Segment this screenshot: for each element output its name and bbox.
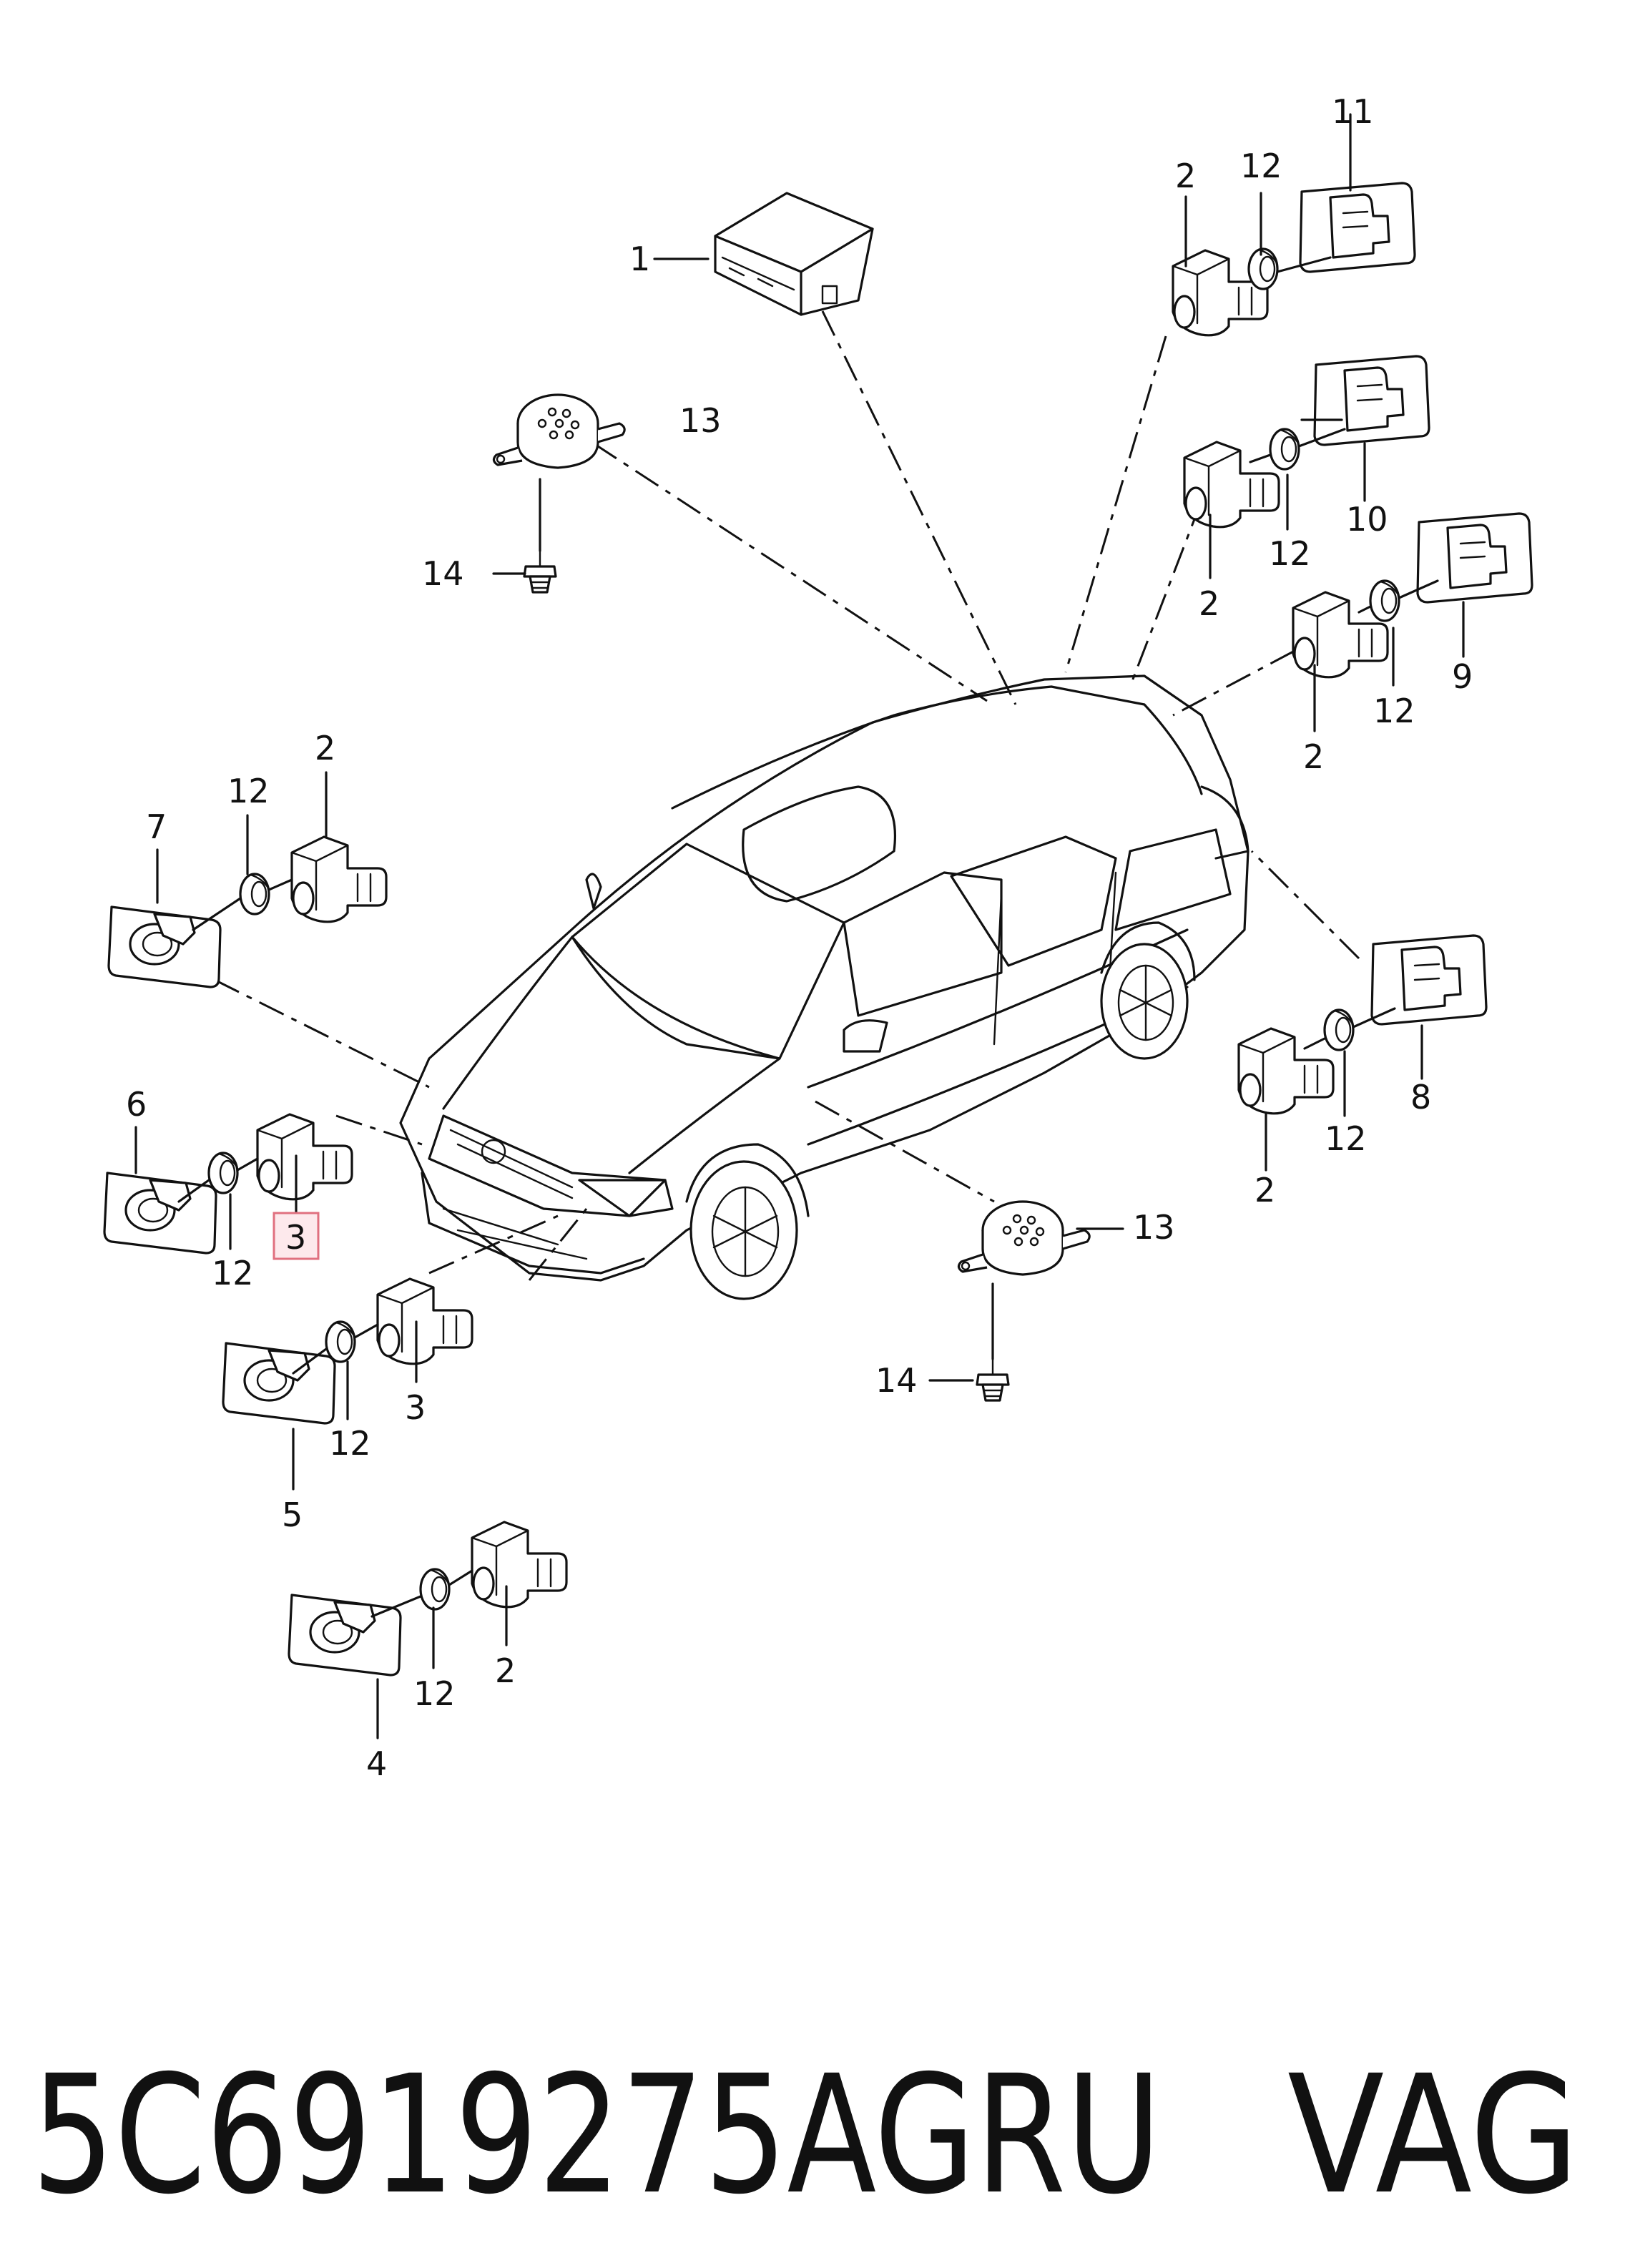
callout-12-f4: 12 [413,1674,456,1713]
callout-4: 4 [366,1744,387,1783]
callout-5: 5 [282,1496,303,1534]
sensor-front-1 [290,835,388,923]
callout-2-f1: 2 [315,729,335,767]
callout-14-bottom: 14 [875,1361,918,1400]
callout-13-bottom: 13 [1133,1208,1175,1247]
callout-2-f4: 2 [495,1651,516,1690]
callout-3-highlighted: 3 [285,1218,306,1257]
callout-2-r1: 2 [1175,157,1196,195]
holder-7 [107,905,222,988]
ring-rear-1 [1247,247,1279,290]
callout-2-r4: 2 [1255,1171,1275,1209]
screw-top [523,544,557,594]
bracket-9 [1416,512,1533,604]
callout-13-top: 13 [679,401,722,440]
callout-2-r2: 2 [1199,584,1219,623]
callout-12-r4: 12 [1325,1119,1367,1158]
ring-rear-2 [1269,428,1300,471]
callout-leaders [134,113,1465,1739]
callout-12-r1: 12 [1240,147,1282,185]
callout-10: 10 [1346,500,1388,539]
ring-front-7 [239,873,270,915]
ring-front-5 [325,1320,356,1363]
bracket-10 [1313,355,1430,446]
callout-1: 1 [629,240,650,278]
holder-6 [103,1172,217,1255]
screw-bottom [976,1352,1010,1402]
sensor-front-4 [471,1521,568,1609]
warning-buzzer-top [492,393,626,469]
sensor-front-3 [376,1277,473,1365]
callout-3: 3 [405,1388,426,1427]
callout-2-r3: 2 [1303,737,1324,776]
car-illustration [399,674,1249,1300]
ring-rear-4 [1323,1008,1355,1051]
callout-7: 7 [146,807,167,846]
callout-12-f3: 12 [329,1424,371,1463]
ring-rear-3 [1369,579,1400,622]
dashed-leader-lines [214,310,1360,1281]
ring-front-4 [419,1568,451,1611]
callout-labels: 1 13 14 11 2 12 10 12 2 9 12 2 8 12 2 13… [126,92,1473,1783]
callout-6: 6 [126,1085,147,1124]
callout-12-f2: 12 [212,1254,254,1292]
callout-11: 11 [1332,92,1374,131]
brand-name: VAG [1287,2040,1579,2230]
sensor-rear-2 [1183,441,1280,529]
sensor-front-2 [256,1113,353,1201]
ring-front-6 [207,1152,239,1194]
parking-aid-control-unit [714,192,874,316]
callout-12-f1: 12 [227,772,270,810]
callout-9: 9 [1452,657,1473,696]
callout-12-r2: 12 [1269,534,1311,573]
footer: 5C6919275AGRU VAG [31,2040,1579,2230]
holder-4 [288,1594,402,1677]
callout-12-r3: 12 [1373,692,1415,730]
callout-14-top: 14 [422,554,464,593]
warning-buzzer-bottom [957,1200,1091,1276]
highlight-box-3 [273,1212,320,1260]
callout-8: 8 [1410,1078,1431,1116]
part-number: 5C6919275AGRU [31,2040,1162,2230]
bracket-11 [1299,182,1416,273]
